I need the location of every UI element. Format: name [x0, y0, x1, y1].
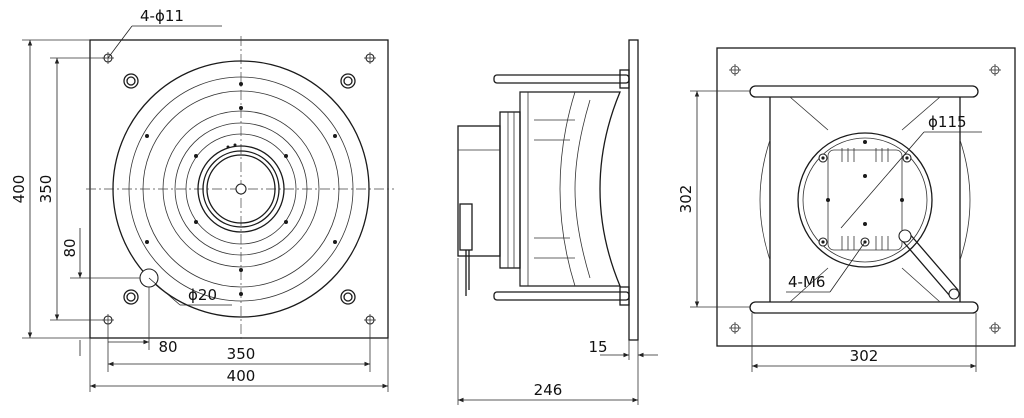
side-flange: [628, 39, 639, 341]
front-view: 4-ϕ11 ϕ20 400 350 80 400 350 80: [10, 7, 394, 392]
mount-hole: [145, 134, 149, 138]
mount-hole: [239, 292, 243, 296]
mount-hole: [333, 134, 337, 138]
backplate: [499, 111, 521, 269]
rear-plate-outline: [716, 47, 1016, 347]
top-rail: [749, 85, 979, 98]
connector: [459, 203, 473, 251]
motor-hub: [206, 154, 276, 224]
hole-label: ϕ20: [188, 286, 217, 304]
bottom-rail: [749, 301, 979, 314]
holes-label: 4-ϕ11: [140, 7, 184, 25]
overall-width-label: 400: [227, 367, 256, 385]
mount-hole: [194, 154, 198, 158]
shaft: [235, 183, 247, 195]
overall-height-label: 400: [10, 175, 28, 204]
rear-view: ϕ115 4-M6 302 302: [677, 47, 1016, 372]
bottom-rail: [493, 291, 630, 301]
hub-bolt: [818, 237, 828, 247]
cooling-fins: [841, 148, 889, 250]
mount-hole: [239, 268, 243, 272]
corner-hole: [989, 322, 1001, 334]
flange-thickness-label: 15: [588, 338, 607, 356]
corner-hole: [729, 322, 741, 334]
mount-hole: [333, 240, 337, 244]
offset-horizontal-label: 80: [158, 338, 177, 356]
motor: [457, 125, 501, 257]
ring-4: [162, 110, 320, 268]
ring-3: [142, 90, 340, 288]
impeller-body: [519, 91, 621, 287]
hub-bolt: [902, 153, 912, 163]
offset-vertical-label: 80: [61, 238, 79, 257]
mount-hole: [239, 82, 243, 86]
outer-ring: [112, 60, 370, 318]
ring-5: [174, 122, 308, 256]
mount-hole: [226, 145, 230, 149]
side-view: 15 246: [457, 39, 658, 405]
top-rail: [493, 74, 630, 84]
cable-gland: [899, 231, 959, 297]
hub-bolt: [818, 153, 828, 163]
motor-housing-outer: [197, 145, 285, 233]
overall-depth-label: 246: [534, 381, 563, 399]
bolt-boss: [340, 289, 356, 305]
diameter-label: ϕ115: [928, 113, 967, 131]
mount-hole: [284, 220, 288, 224]
mount-hole: [239, 106, 243, 110]
rail-spacing-vertical-label: 302: [677, 185, 695, 214]
mount-hole: [233, 143, 237, 147]
motor-housing-inner: [202, 150, 280, 228]
corner-hole: [989, 64, 1001, 76]
bolt-boss: [340, 73, 356, 89]
hole-spacing-vertical-label: 350: [37, 175, 55, 204]
ring-2: [128, 76, 354, 302]
thread-label: 4-M6: [788, 273, 825, 291]
motor-flange: [797, 132, 933, 268]
corner-hole: [729, 64, 741, 76]
ring-6: [185, 133, 297, 245]
hole-spacing-horizontal-label: 350: [227, 345, 256, 363]
mount-hole: [194, 220, 198, 224]
bolt-boss: [123, 73, 139, 89]
bolt-boss: [123, 289, 139, 305]
rail-spacing-horizontal-label: 302: [850, 347, 879, 365]
mount-hole: [145, 240, 149, 244]
mount-hole: [284, 154, 288, 158]
